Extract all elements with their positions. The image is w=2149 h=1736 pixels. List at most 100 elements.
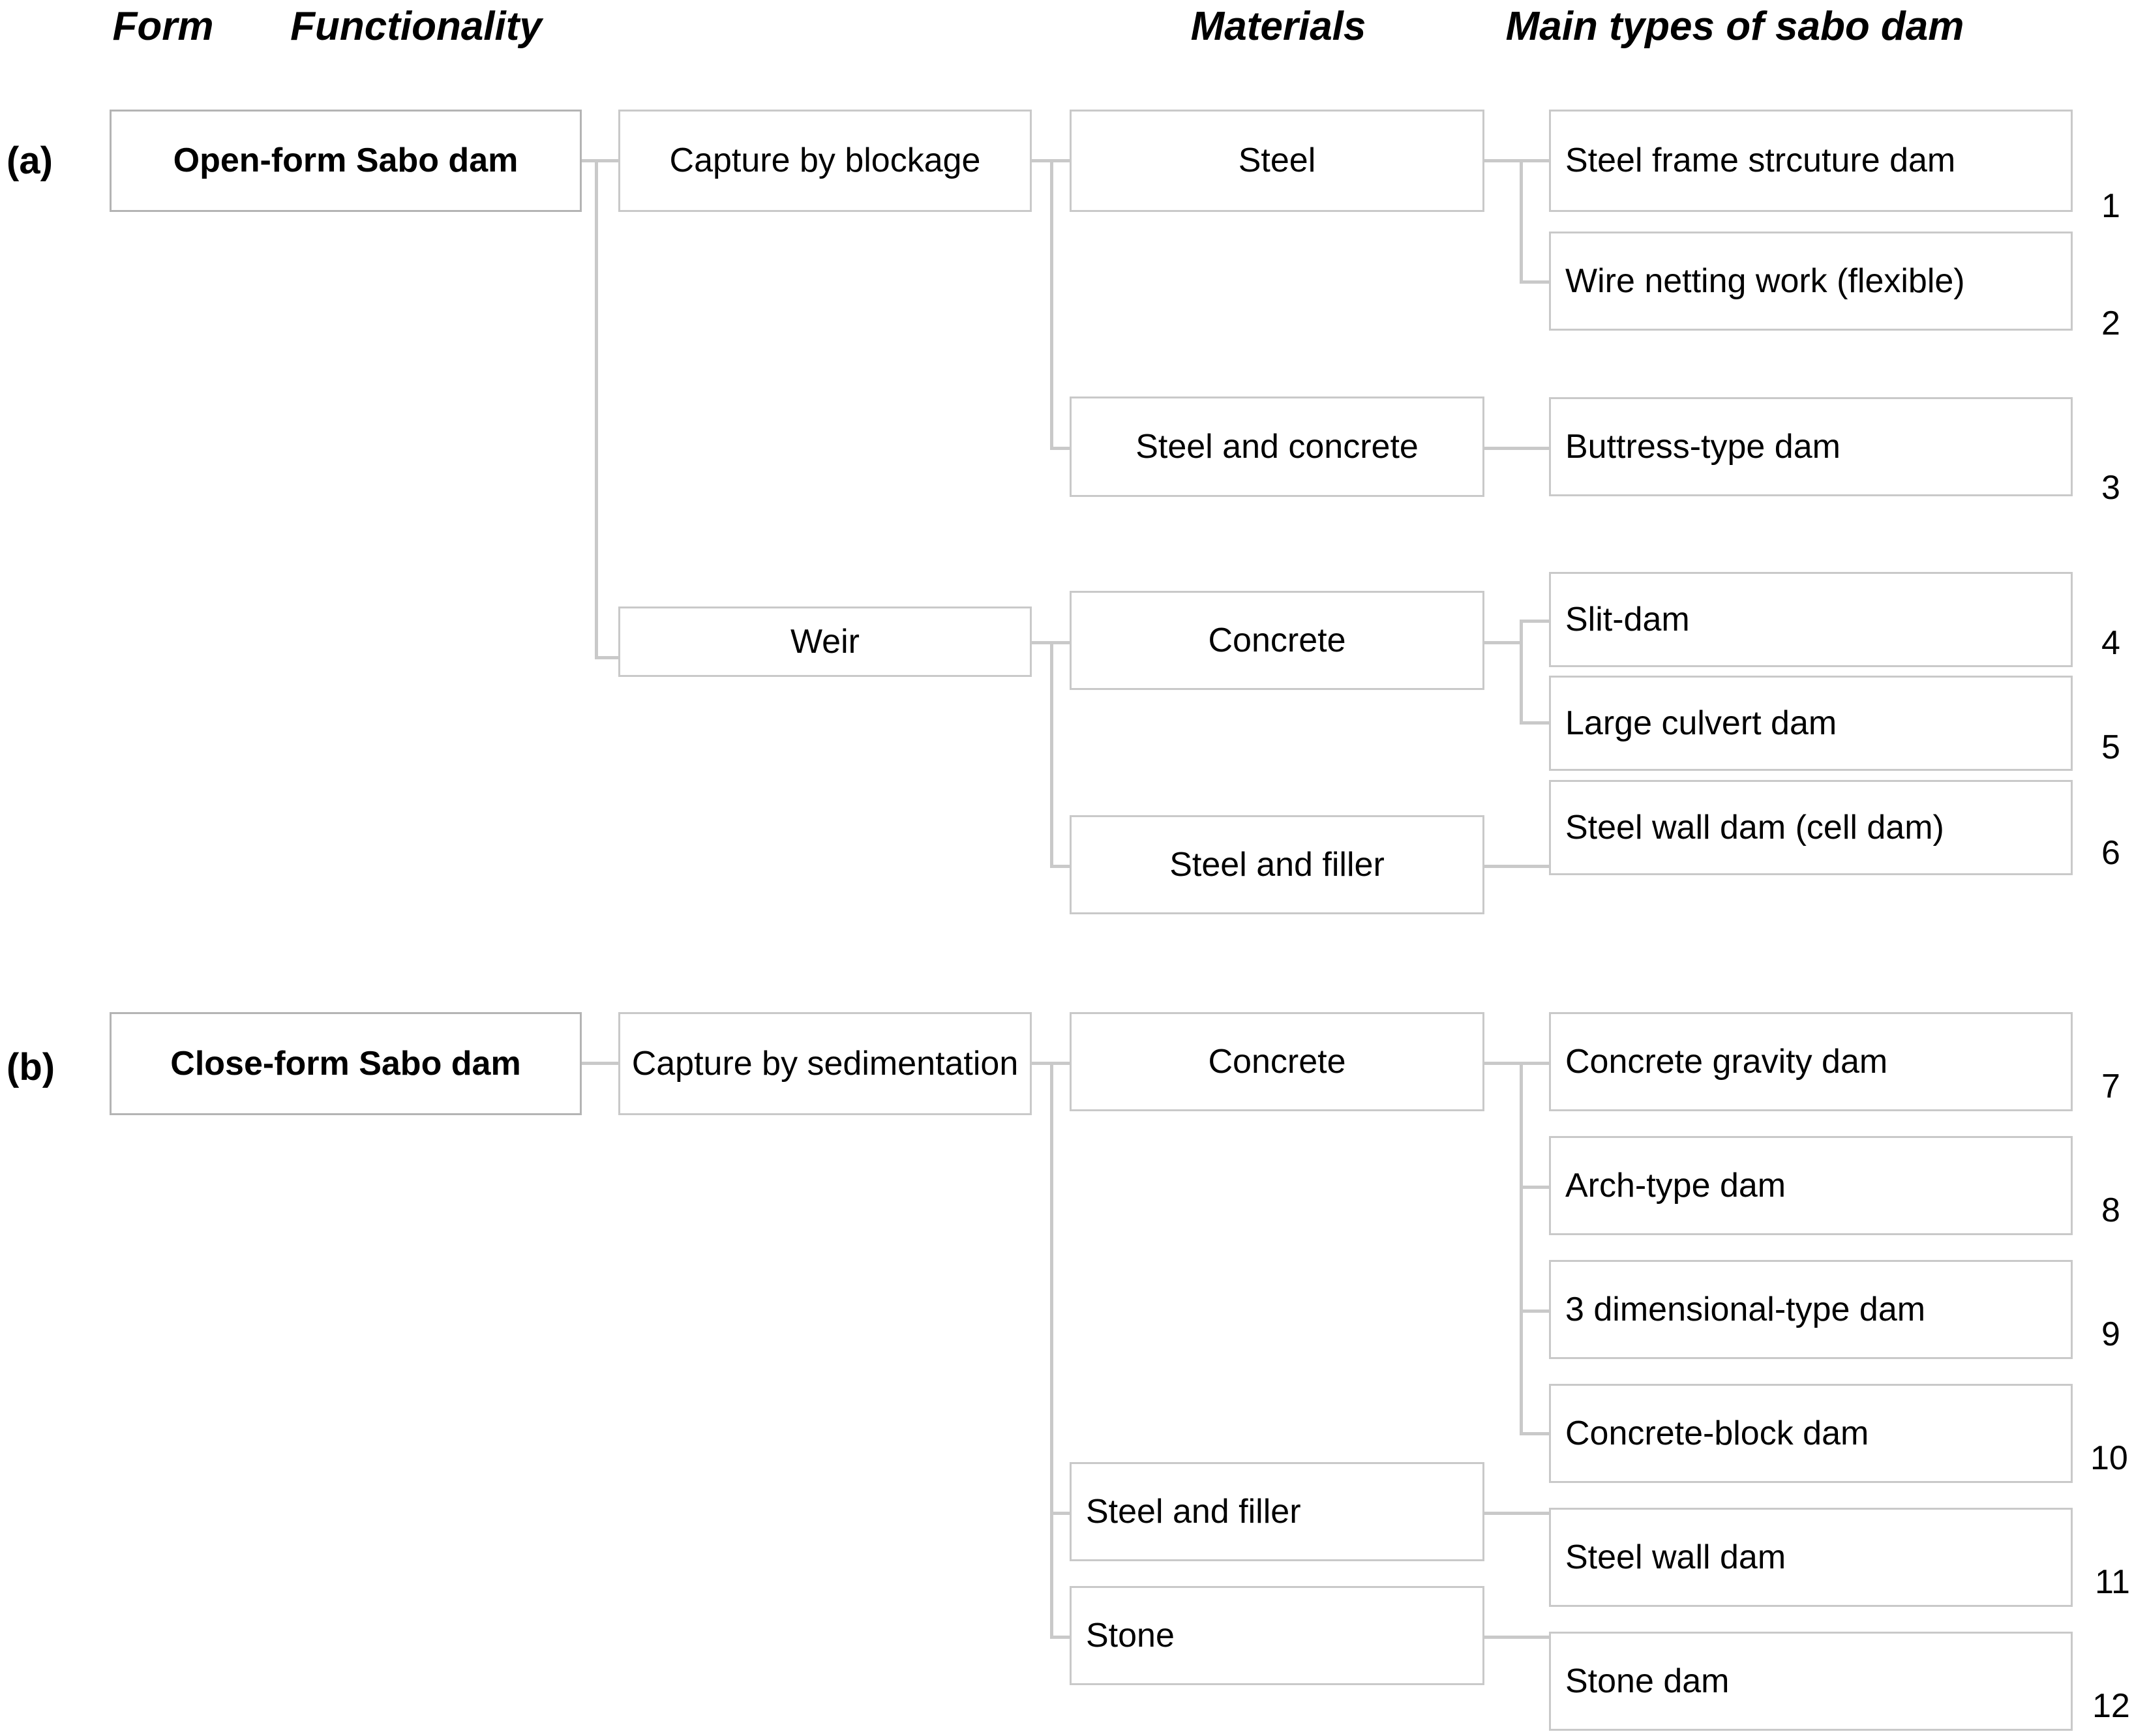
- node-type-wire-netting-work[interactable]: Wire netting work (flexible): [1549, 232, 2073, 331]
- node-label: Close-form Sabo dam: [170, 1044, 521, 1083]
- node-label: Concrete: [1208, 621, 1346, 659]
- connector-blockage-to-trunk: [1032, 159, 1051, 162]
- node-material-steel[interactable]: Steel: [1070, 110, 1484, 212]
- node-type-large-culvert-dam[interactable]: Large culvert dam: [1549, 676, 2073, 771]
- node-type-3-dimensional-type-dam[interactable]: 3 dimensional-type dam: [1549, 1260, 2073, 1359]
- node-label: Steel: [1238, 142, 1316, 180]
- connector-weir-to-trunk: [1032, 641, 1051, 644]
- connector-trunk-to-blockage: [595, 159, 618, 162]
- column-header-materials: Materials: [1190, 4, 1366, 49]
- connector-trunk-to-stone: [1050, 1636, 1070, 1639]
- connector-concrete-a-to-trunk: [1484, 641, 1522, 644]
- connector-steel-to-trunk: [1484, 159, 1522, 162]
- node-label: Open-form Sabo dam: [173, 142, 518, 180]
- connector-trunk-to-steel: [1050, 159, 1070, 162]
- node-functionality-weir[interactable]: Weir: [618, 606, 1032, 677]
- index-number-9: 9: [2101, 1315, 2120, 1353]
- node-type-slit-dam[interactable]: Slit-dam: [1549, 572, 2073, 667]
- node-material-concrete-weir[interactable]: Concrete: [1070, 591, 1484, 690]
- column-header-form: Form: [112, 4, 214, 49]
- connector-trunk-to-type-4: [1520, 620, 1549, 623]
- node-form-open-form-sabo-dam[interactable]: Open-form Sabo dam: [110, 110, 582, 212]
- node-label: Slit-dam: [1565, 600, 1690, 638]
- index-number-6: 6: [2101, 834, 2120, 872]
- node-label: Steel and filler: [1086, 1492, 1301, 1531]
- node-type-concrete-block-dam[interactable]: Concrete-block dam: [1549, 1384, 2073, 1483]
- index-number-4: 4: [2101, 624, 2120, 662]
- node-functionality-capture-by-blockage[interactable]: Capture by blockage: [618, 110, 1032, 212]
- connector-trunk-to-type-7: [1520, 1062, 1549, 1065]
- node-material-steel-and-concrete[interactable]: Steel and concrete: [1070, 397, 1484, 497]
- index-number-7: 7: [2101, 1068, 2120, 1105]
- connector-trunk-to-type-9: [1520, 1309, 1549, 1313]
- node-label: Steel wall dam: [1565, 1538, 1786, 1576]
- connector-concrete-b-to-trunk: [1484, 1062, 1522, 1065]
- node-type-arch-type-dam[interactable]: Arch-type dam: [1549, 1136, 2073, 1235]
- connector-trunk-types-concrete-b: [1520, 1062, 1523, 1433]
- index-number-3: 3: [2101, 469, 2120, 507]
- connector-trunk-to-steel-concrete: [1050, 447, 1070, 450]
- connector-close-to-sedimentation: [582, 1062, 618, 1065]
- node-material-steel-and-filler-sedimentation[interactable]: Steel and filler: [1070, 1462, 1484, 1561]
- connector-sedimentation-to-trunk: [1032, 1062, 1051, 1065]
- connector-trunk-materials-b: [1050, 1062, 1053, 1637]
- connector-trunk-functionality-a: [595, 159, 598, 659]
- node-label: Stone: [1086, 1616, 1175, 1654]
- connector-steel-filler-b-to-type-11: [1484, 1512, 1549, 1515]
- connector-trunk-types-concrete-a: [1520, 620, 1523, 724]
- connector-trunk-types-steel: [1520, 159, 1523, 283]
- node-type-buttress-type-dam[interactable]: Buttress-type dam: [1549, 397, 2073, 496]
- node-label: Capture by blockage: [669, 142, 981, 180]
- node-label: Steel and filler: [1169, 845, 1385, 884]
- connector-trunk-to-type-1: [1520, 159, 1549, 162]
- node-label: Concrete gravity dam: [1565, 1042, 1888, 1081]
- connector-trunk-to-concrete-b: [1050, 1062, 1070, 1065]
- panel-label-b: (b): [7, 1046, 55, 1088]
- connector-trunk-to-type-10: [1520, 1432, 1549, 1435]
- node-label: Capture by sedimentation: [631, 1044, 1019, 1083]
- node-functionality-capture-by-sedimentation[interactable]: Capture by sedimentation: [618, 1012, 1032, 1115]
- index-number-10: 10: [2090, 1439, 2128, 1477]
- index-number-12: 12: [2092, 1687, 2130, 1725]
- connector-stone-to-type-12: [1484, 1636, 1549, 1639]
- node-label: Steel frame strcuture dam: [1565, 142, 1956, 180]
- connector-steel-concrete-to-type-3: [1484, 447, 1549, 450]
- node-form-close-form-sabo-dam[interactable]: Close-form Sabo dam: [110, 1012, 582, 1115]
- connector-steel-filler-a-to-type-6: [1484, 865, 1549, 868]
- index-number-1: 1: [2101, 187, 2120, 225]
- connector-trunk-materials-blockage: [1050, 159, 1053, 450]
- connector-trunk-materials-weir: [1050, 641, 1053, 867]
- connector-open-to-trunk: [582, 159, 596, 162]
- node-label: Large culvert dam: [1565, 704, 1837, 742]
- node-label: Buttress-type dam: [1565, 427, 1841, 466]
- connector-trunk-to-steel-filler-b: [1050, 1512, 1070, 1515]
- column-header-main-types: Main types of sabo dam: [1505, 4, 1964, 49]
- connector-trunk-to-steel-filler-a: [1050, 865, 1070, 868]
- node-material-concrete-sedimentation[interactable]: Concrete: [1070, 1012, 1484, 1111]
- node-label: Concrete-block dam: [1565, 1414, 1869, 1452]
- node-label: Concrete: [1208, 1042, 1346, 1081]
- node-material-steel-and-filler-weir[interactable]: Steel and filler: [1070, 815, 1484, 914]
- node-label: 3 dimensional-type dam: [1565, 1290, 1926, 1328]
- node-type-steel-wall-dam[interactable]: Steel wall dam: [1549, 1508, 2073, 1607]
- column-header-functionality: Functionality: [290, 4, 542, 49]
- node-label: Weir: [790, 622, 860, 661]
- connector-trunk-to-concrete-a: [1050, 641, 1070, 644]
- panel-label-a: (a): [7, 140, 53, 182]
- index-number-5: 5: [2101, 728, 2120, 766]
- node-label: Wire netting work (flexible): [1565, 262, 1965, 300]
- node-type-steel-frame-structure-dam[interactable]: Steel frame strcuture dam: [1549, 110, 2073, 212]
- node-label: Steel and concrete: [1135, 427, 1419, 466]
- index-number-11: 11: [2095, 1563, 2130, 1601]
- node-type-steel-wall-dam-cell-dam[interactable]: Steel wall dam (cell dam): [1549, 780, 2073, 875]
- connector-trunk-to-type-2: [1520, 280, 1549, 284]
- node-type-stone-dam[interactable]: Stone dam: [1549, 1632, 2073, 1731]
- node-label: Arch-type dam: [1565, 1166, 1786, 1205]
- node-type-concrete-gravity-dam[interactable]: Concrete gravity dam: [1549, 1012, 2073, 1111]
- node-material-stone[interactable]: Stone: [1070, 1586, 1484, 1685]
- connector-trunk-to-type-8: [1520, 1186, 1549, 1189]
- node-label: Stone dam: [1565, 1662, 1730, 1700]
- index-number-8: 8: [2101, 1191, 2120, 1229]
- node-label: Steel wall dam (cell dam): [1565, 808, 1944, 846]
